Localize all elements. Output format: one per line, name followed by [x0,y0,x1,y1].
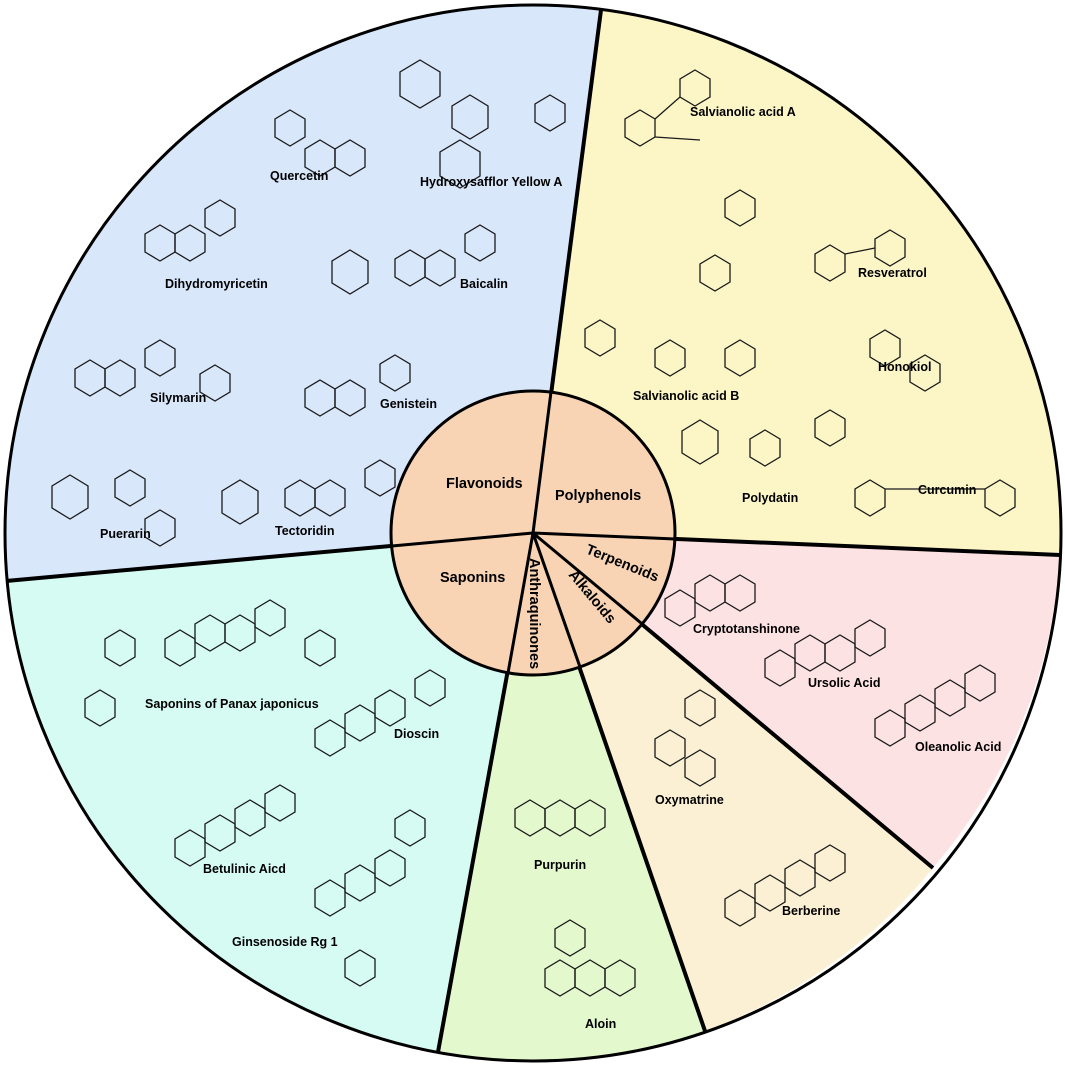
label-salvianolic-acid-a: Salvianolic acid A [690,105,796,119]
label-resveratrol: Resveratrol [858,266,927,280]
label-cryptotanshinone: Cryptotanshinone [693,622,800,636]
center-label-flavonoids: Flavonoids [446,476,523,492]
label-salvianolic-acid-b: Salvianolic acid B [633,389,739,403]
label-ginsenoside-rg-1: Ginsenoside Rg 1 [232,935,338,949]
molecule-structures [51,59,1016,997]
label-oleanolic-acid: Oleanolic Acid [915,740,1001,754]
compound-labels: Quercetin Hydroxysafflor Yellow A Dihydr… [100,105,1001,1031]
label-purpurin: Purpurin [534,858,586,872]
label-curcumin: Curcumin [918,483,976,497]
center-dividers [391,391,676,674]
label-hydroxysafflor-yellow-a: Hydroxysafflor Yellow A [420,175,562,189]
label-tectoridin: Tectoridin [275,524,335,538]
sector-alkaloids [533,533,933,1031]
label-oxymatrine: Oxymatrine [655,793,724,807]
label-saponins-of-panax-japonicus: Saponins of Panax japonicus [145,697,319,711]
sector-saponins [6,533,533,1052]
center-label-anthraquinones: Anthraquinones [526,558,542,669]
sector-anthraquinones [438,533,705,1061]
label-baicalin: Baicalin [460,277,508,291]
center-label-saponins: Saponins [440,570,505,586]
label-genistein: Genistein [380,397,437,411]
label-berberine: Berberine [782,904,840,918]
center-label-polyphenols: Polyphenols [555,488,641,504]
label-betulinic-aicd: Betulinic Aicd [203,862,286,876]
label-dihydromyricetin: Dihydromyricetin [165,277,268,291]
label-quercetin: Quercetin [270,169,328,183]
label-ursolic-acid: Ursolic Acid [808,676,880,690]
label-honokiol: Honokiol [878,360,931,374]
label-aloin: Aloin [585,1017,616,1031]
label-silymarin: Silymarin [150,391,206,405]
label-polydatin: Polydatin [742,491,798,505]
outer-circle [3,3,1063,1063]
sector-polyphenols [533,10,1061,555]
label-dioscin: Dioscin [394,727,439,741]
label-puerarin: Puerarin [100,527,151,541]
